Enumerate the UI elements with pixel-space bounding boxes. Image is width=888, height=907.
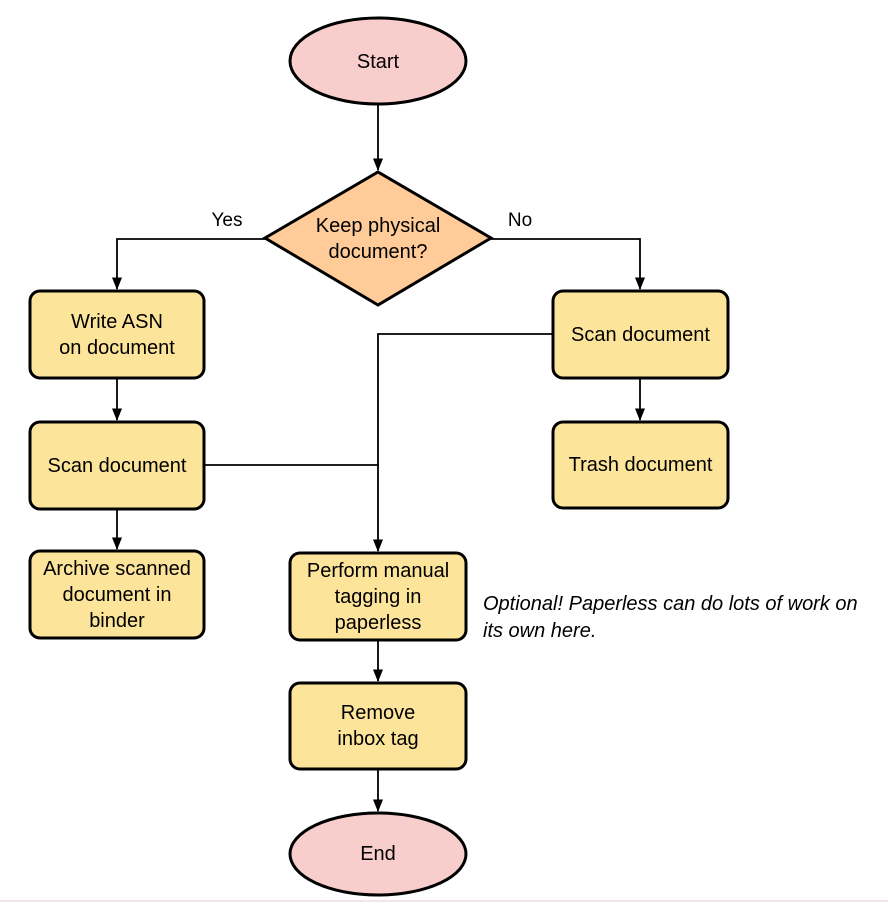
connector-yes-branch: [112, 238, 265, 290]
start-node: [288, 16, 468, 106]
remove-inbox-node: [288, 681, 468, 771]
write-asn-label: Write ASN on document: [59, 310, 175, 359]
edge-yes-label: Yes: [211, 210, 243, 231]
archive-label: Archive scanned document in binder: [43, 557, 191, 632]
decision-label: Keep physical document?: [315, 215, 441, 263]
tagging-node: [288, 551, 468, 642]
connector-scanright-tagging: [373, 333, 553, 552]
remove-inbox-label: Remove inbox tag: [337, 702, 419, 750]
end-node: [288, 811, 468, 897]
start-label: Start: [356, 50, 400, 73]
end-label: End: [360, 843, 396, 865]
decision-node: [262, 170, 494, 307]
scan-left-label: Scan document: [47, 454, 187, 477]
bottom-divider: [0, 900, 888, 902]
edge-no-label: No: [507, 210, 533, 231]
trash-node: [551, 420, 730, 510]
trash-label: Trash document: [568, 454, 713, 476]
scan-right-node: [551, 289, 730, 380]
scan-right-label: Scan document: [571, 323, 710, 346]
tagging-label: Perform manual tagging in paperless: [306, 559, 450, 634]
archive-node: [28, 549, 206, 640]
write-asn-node: [28, 289, 206, 380]
scan-left-node: [28, 420, 206, 511]
optional-annotation: Optional! Paperless can do lots of work …: [483, 593, 858, 642]
connector-no-branch: [491, 238, 645, 290]
